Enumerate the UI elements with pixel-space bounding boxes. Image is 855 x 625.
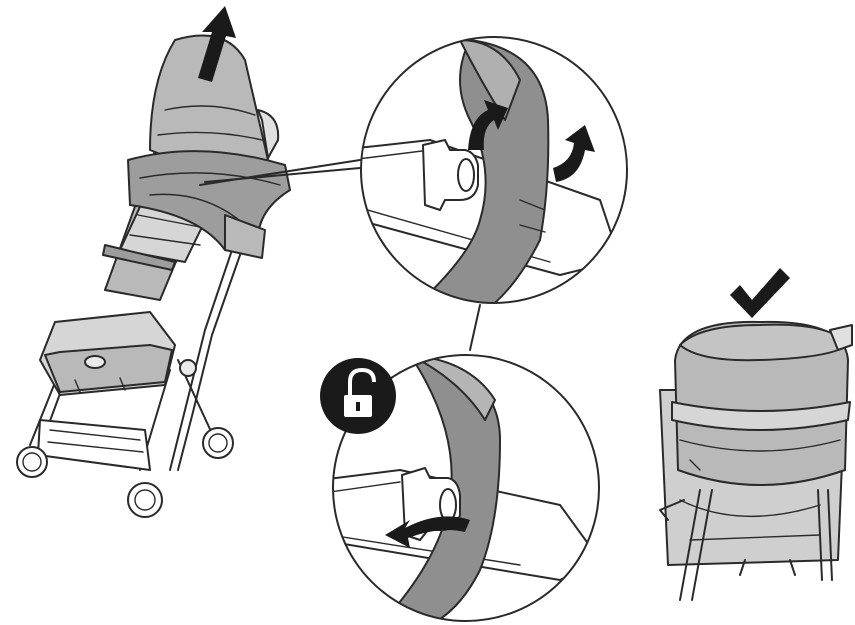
detail-circle-rotate — [340, 37, 627, 320]
detail-circle-unhook — [320, 355, 600, 625]
folded-stroller-illustration — [660, 268, 852, 600]
unlock-icon — [320, 358, 396, 434]
connector-line — [470, 305, 480, 350]
check-icon — [730, 268, 790, 318]
stroller-illustration — [17, 6, 360, 517]
